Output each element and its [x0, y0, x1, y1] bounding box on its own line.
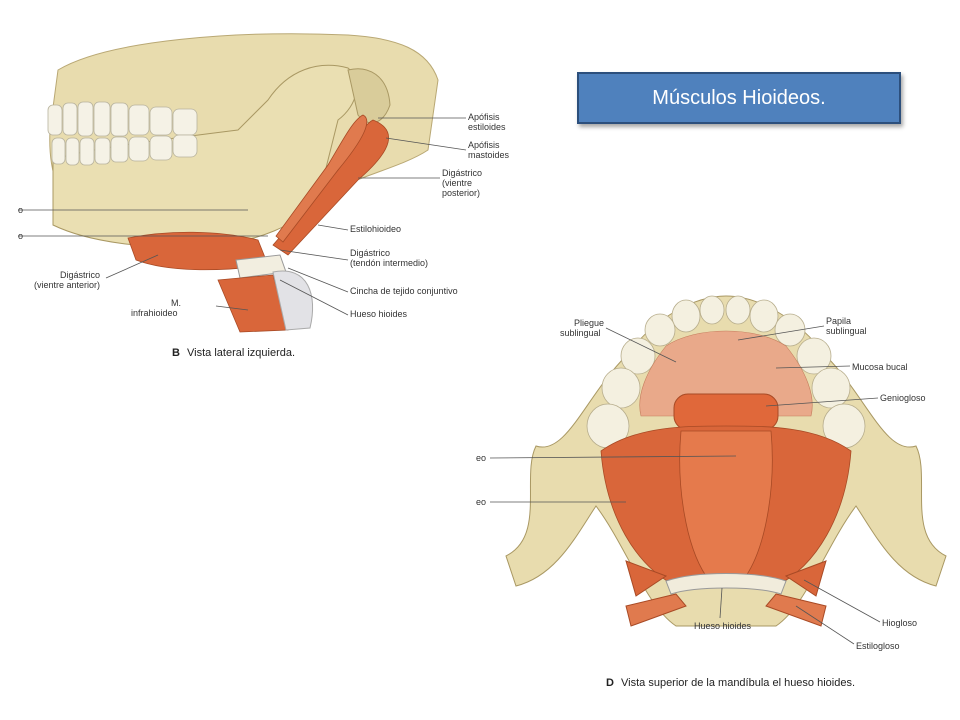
label-digastrico-anterior: Digástrico (vientre anterior): [34, 270, 103, 290]
label-estilohioideo: Estilohioideo: [350, 224, 401, 234]
label-digastrico-tendon: Digástrico (tendón intermedio): [350, 248, 428, 268]
hyoglossus-muscle-left: [625, 560, 668, 597]
hyoglossus-muscle: [784, 560, 827, 597]
label-digastrico-posterior: Digástrico (vientre posterior): [442, 168, 485, 198]
label-infrahioideo: M. infrahioideo: [131, 298, 184, 318]
label-hueso-hioides: Hueso hioides: [350, 309, 408, 319]
figure-b-caption: B Vista lateral izquierda.: [172, 347, 295, 359]
styloglossus-muscle: [765, 593, 827, 627]
genioglossus-muscle: [673, 393, 779, 431]
label-cut-2: o: [18, 231, 23, 241]
slide-title: Músculos Hioideos.: [652, 86, 826, 109]
figure-b-leader-lines: [18, 117, 467, 316]
figure-d-leader-lines: [489, 325, 881, 645]
figure-b-illustration: Apófisis estiloides Apófisis mastoides D…: [18, 33, 510, 359]
larynx-cartilage: [272, 270, 314, 331]
figure-d-superior-view: Pliegue sublingual Papila sublingual Muc…: [476, 276, 956, 716]
figure-d-caption: D Vista superior de la mandíbula el hues…: [606, 677, 855, 689]
lower-teeth: [51, 134, 198, 166]
slide-title-box: Músculos Hioideos.: [577, 72, 901, 124]
label-pliegue-sublingual: Pliegue sublingual: [560, 318, 607, 338]
figure-d-illustration: Pliegue sublingual Papila sublingual Muc…: [476, 295, 947, 689]
styloglossus-muscle-left: [625, 593, 687, 627]
label-geniogloso: Geniogloso: [880, 393, 926, 403]
hyoid-bone: [665, 573, 787, 595]
label-papila-sublingual: Papila sublingual: [826, 316, 867, 336]
upper-teeth: [47, 101, 198, 137]
figure-b-lateral-view: Apófisis estiloides Apófisis mastoides D…: [18, 10, 510, 370]
stylohyoid-muscle: [275, 114, 368, 243]
label-hueso-hioides: Hueso hioides: [694, 621, 752, 631]
label-cut-1: eo: [476, 453, 486, 463]
label-hiogloso: Hiogloso: [882, 618, 917, 628]
label-cut-2: eo: [476, 497, 486, 507]
label-cincha: Cincha de tejido conjuntivo: [350, 286, 458, 296]
label-cut-1: o: [18, 205, 23, 215]
label-apofisis-estiloides: Apófisis estiloides: [468, 112, 506, 132]
label-apofisis-mastoides: Apófisis mastoides: [468, 140, 510, 160]
label-mucosa-bucal: Mucosa bucal: [852, 362, 908, 372]
label-estilogloso: Estilogloso: [856, 641, 900, 651]
